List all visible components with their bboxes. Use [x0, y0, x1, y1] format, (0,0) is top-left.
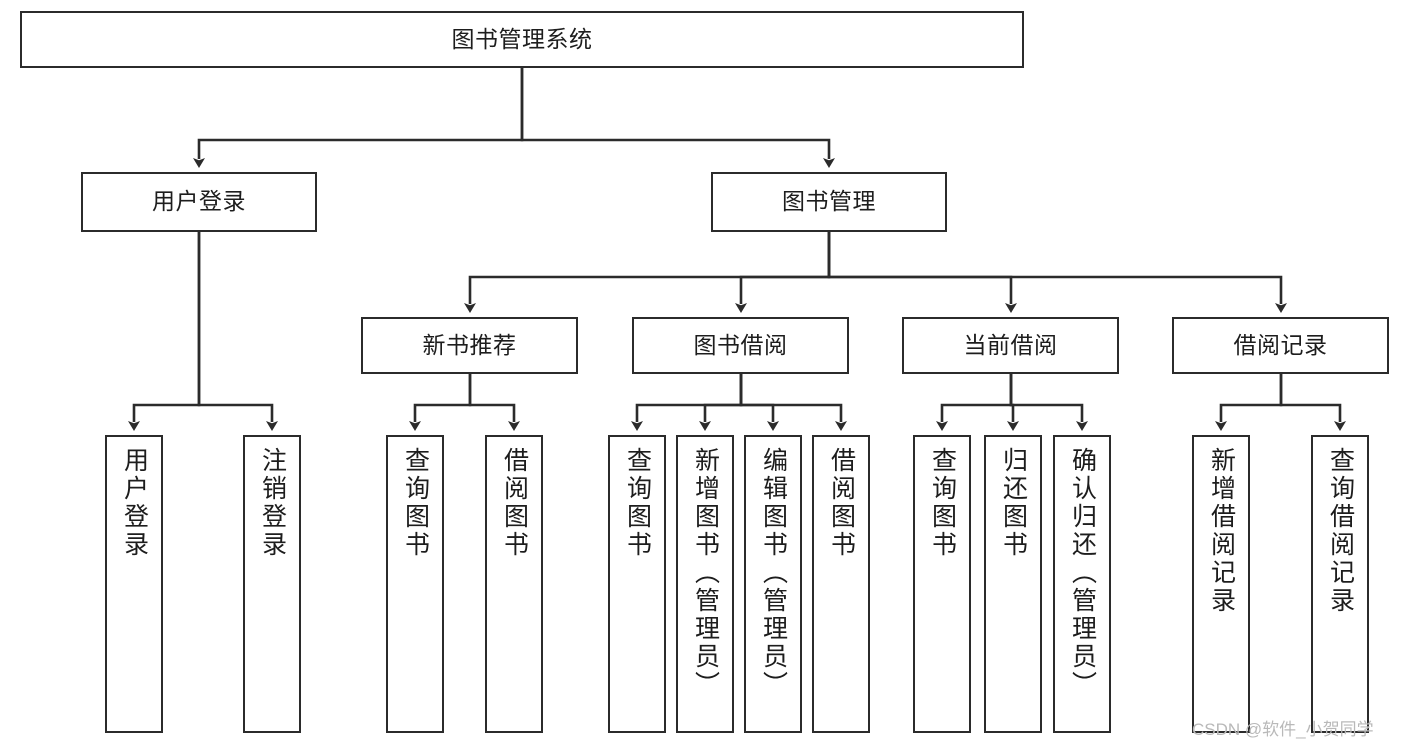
node-login[interactable]: 用户登录 — [81, 172, 317, 232]
connector-borrow-to-leaf-bo-q — [631, 374, 743, 431]
node-label-leaf-re-q: 查询借阅记录 — [1326, 447, 1355, 615]
node-leaf-bo-b[interactable]: 借阅图书 — [812, 435, 870, 733]
node-label-leaf-login: 用户登录 — [120, 447, 149, 559]
connector-bookmgmt-to-current — [827, 232, 1017, 313]
node-label-leaf-bo-b: 借阅图书 — [827, 447, 856, 559]
node-bookmgmt[interactable]: 图书管理 — [711, 172, 947, 232]
node-borrow[interactable]: 图书借阅 — [632, 317, 849, 374]
connector-login-to-leaf-login — [128, 232, 201, 431]
node-label-borrow: 图书借阅 — [693, 331, 788, 358]
node-label-leaf-re-a: 新增借阅记录 — [1207, 447, 1236, 615]
node-label-leaf-bo-q: 查询图书 — [623, 447, 652, 559]
connector-borrow-to-leaf-bo-a — [699, 374, 743, 431]
node-label-login: 用户登录 — [152, 188, 246, 215]
node-leaf-bo-e[interactable]: 编辑图书（管理员） — [744, 435, 802, 733]
node-leaf-cu-r[interactable]: 归还图书 — [984, 435, 1042, 733]
connector-login-to-leaf-logout — [197, 232, 278, 431]
node-leaf-nb-b[interactable]: 借阅图书 — [485, 435, 543, 733]
node-current[interactable]: 当前借阅 — [902, 317, 1119, 374]
node-label-records: 借阅记录 — [1233, 331, 1328, 358]
node-root[interactable]: 图书管理系统 — [20, 11, 1024, 68]
node-label-leaf-cu-r: 归还图书 — [999, 447, 1028, 559]
node-records[interactable]: 借阅记录 — [1172, 317, 1389, 374]
connector-bookmgmt-to-newbook — [464, 232, 831, 313]
connector-records-to-leaf-re-q — [1279, 374, 1346, 431]
connector-current-to-leaf-cu-q — [936, 374, 1013, 431]
connector-current-to-leaf-cu-c — [1009, 374, 1088, 431]
node-leaf-nb-q[interactable]: 查询图书 — [386, 435, 444, 733]
node-leaf-login[interactable]: 用户登录 — [105, 435, 163, 733]
connector-newbook-to-leaf-nb-q — [409, 374, 472, 431]
node-label-leaf-nb-b: 借阅图书 — [500, 447, 529, 559]
node-label-leaf-bo-a: 新增图书（管理员） — [691, 447, 720, 699]
connector-borrow-to-leaf-bo-e — [739, 374, 779, 431]
connector-borrow-to-leaf-bo-b — [739, 374, 847, 431]
connector-root-to-login — [193, 68, 524, 168]
connector-bookmgmt-to-borrow — [735, 232, 831, 313]
node-label-current: 当前借阅 — [963, 331, 1058, 358]
node-label-leaf-bo-e: 编辑图书（管理员） — [759, 447, 788, 699]
node-leaf-re-a[interactable]: 新增借阅记录 — [1192, 435, 1250, 733]
node-leaf-re-q[interactable]: 查询借阅记录 — [1311, 435, 1369, 733]
node-label-root: 图书管理系统 — [451, 25, 593, 52]
node-newbook[interactable]: 新书推荐 — [361, 317, 578, 374]
node-label-leaf-cu-c: 确认归还（管理员） — [1068, 447, 1097, 699]
connector-root-to-bookmgmt — [520, 68, 835, 168]
node-label-leaf-cu-q: 查询图书 — [928, 447, 957, 559]
node-leaf-bo-q[interactable]: 查询图书 — [608, 435, 666, 733]
node-label-newbook: 新书推荐 — [422, 331, 517, 358]
node-label-leaf-logout: 注销登录 — [258, 447, 287, 559]
node-leaf-logout[interactable]: 注销登录 — [243, 435, 301, 733]
node-label-bookmgmt: 图书管理 — [782, 188, 876, 215]
node-leaf-cu-c[interactable]: 确认归还（管理员） — [1053, 435, 1111, 733]
connector-records-to-leaf-re-a — [1215, 374, 1283, 431]
node-leaf-cu-q[interactable]: 查询图书 — [913, 435, 971, 733]
connector-bookmgmt-to-records — [827, 232, 1287, 313]
node-leaf-bo-a[interactable]: 新增图书（管理员） — [676, 435, 734, 733]
connector-newbook-to-leaf-nb-b — [468, 374, 520, 431]
node-label-leaf-nb-q: 查询图书 — [401, 447, 430, 559]
